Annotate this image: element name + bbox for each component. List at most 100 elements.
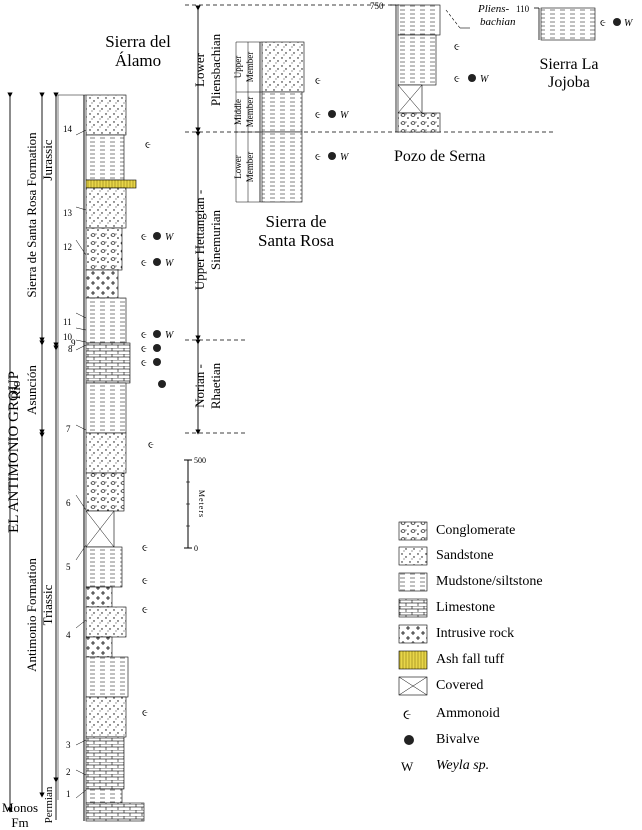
legend-label-ammonoid: Ammonoid — [436, 706, 500, 721]
permian-label: Permian — [43, 786, 55, 823]
norian-line1: Norian - — [192, 364, 207, 408]
jurassic-label: Jurassic — [40, 139, 55, 180]
lower-member-line2: Member — [245, 152, 255, 183]
ammonoid-icon: ૯ — [148, 440, 154, 451]
jojoba-top-value: 110 — [516, 4, 530, 14]
middle-member-line1: Middle — [233, 99, 243, 125]
lower-pliensbachian-line2: Pliensbachian — [208, 33, 223, 106]
weyla-icon: W — [340, 110, 350, 121]
weyla-icon: W — [340, 152, 350, 163]
unit-number-14: 14 — [63, 124, 73, 134]
bivalve-icon — [158, 380, 166, 388]
unit-number-12: 12 — [63, 242, 72, 252]
legend-swatch-mudstone — [398, 572, 428, 592]
stage-labels: Lower Pliensbachian Upper Hettangian - S… — [192, 33, 223, 409]
monos-fm-label: Monos Fm — [1, 800, 39, 830]
bivalve-icon — [153, 358, 161, 366]
sierra-de-santa-rosa-column — [235, 41, 305, 203]
correlation-lines — [185, 4, 555, 434]
legend-label-conglomerate: Conglomerate — [436, 523, 516, 538]
bivalve-icon — [153, 232, 161, 240]
lower-pliensbachian-line1: Lower — [192, 52, 207, 87]
legend-swatches: ૯ W — [398, 521, 428, 774]
ammonoid-icon: ૯ — [141, 358, 147, 369]
scale-bar: 500 0 Meters — [184, 456, 206, 553]
range-brackets — [7, 92, 59, 820]
bivalve-icon — [153, 344, 161, 352]
ammonoid-icon: ૯ — [600, 18, 606, 29]
rotated-labels: EL ANTIMONIO GROUP Sierra de Santa Rosa … — [6, 132, 55, 824]
norian-line2: Rhaetian — [208, 362, 223, 409]
sierra-del-alamo-column — [83, 94, 145, 822]
legend-label-sandstone: Sandstone — [436, 548, 494, 563]
fossils-santa-rosa: ૯ ૯ W ૯ W — [315, 76, 350, 163]
bivalve-icon — [613, 18, 621, 26]
pliensbachian-line2: bachian — [480, 16, 516, 28]
unit-number-3: 3 — [66, 740, 71, 750]
legend-weyla-icon: W — [401, 759, 414, 774]
unit-number-9: 9 — [71, 338, 76, 348]
ash-tuff-layer — [85, 179, 137, 189]
ammonoid-icon: ૯ — [142, 708, 148, 719]
asuncion-label: Asunción — [24, 365, 39, 415]
unit-number-1: 1 — [66, 789, 71, 799]
legend-label-weyla: Weyla sp. — [436, 758, 490, 773]
upper-member-line1: Upper — [233, 56, 243, 79]
legend-swatch-ash — [398, 650, 428, 670]
sierra-de-santa-rosa-title: Sierra de Santa Rosa — [257, 212, 335, 250]
upper-hettangian-line2: Sinemurian — [208, 210, 223, 270]
unit-number-2: 2 — [66, 767, 71, 777]
ammonoid-icon: ૯ — [315, 152, 321, 163]
legend-swatch-limestone — [398, 598, 428, 618]
bivalve-icon — [328, 110, 336, 118]
bivalve-icon — [468, 74, 476, 82]
bivalve-icon — [153, 258, 161, 266]
unit-number-7: 7 — [66, 424, 71, 434]
ammonoid-icon: ૯ — [454, 74, 460, 85]
scale-top: 500 — [194, 456, 206, 465]
ammonoid-icon: ૯ — [141, 344, 147, 355]
legend-label-ash: Ash fall tuff — [436, 652, 505, 667]
pozo-de-serna-column: 750 ૯ ૯ W — [370, 1, 490, 133]
antimonio-formation-label: Antimonio Formation — [24, 558, 39, 672]
member-labels: Upper Member Middle Member Lower Member — [233, 52, 255, 183]
weyla-icon: W — [165, 330, 175, 341]
unit-number-8: 8 — [68, 344, 73, 354]
el-antimonio-group-label: EL ANTIMONIO GROUP — [6, 371, 22, 533]
pozo-de-serna-title: Pozo de Serna — [394, 148, 486, 165]
legend-bivalve-icon — [404, 735, 414, 745]
weyla-icon: W — [624, 18, 634, 29]
legend-label-covered: Covered — [436, 678, 484, 693]
ammonoid-icon: ૯ — [141, 258, 147, 269]
unit-number-13: 13 — [63, 208, 73, 218]
unit-number-11: 11 — [63, 317, 72, 327]
pozo-top-value: 750 — [370, 1, 384, 11]
legend-ammonoid-icon: ૯ — [403, 708, 411, 723]
weyla-icon: W — [165, 258, 175, 269]
scale-bottom: 0 — [194, 544, 198, 553]
legend-swatch-intrusive — [398, 624, 428, 644]
sierra-la-jojoba-column: 110 ૯ W — [516, 4, 634, 41]
weyla-icon: W — [480, 74, 490, 85]
legend-swatch-conglomerate — [398, 521, 428, 541]
sierra-la-jojoba-title: Sierra La Jojoba — [539, 56, 599, 91]
ammonoid-icon: ૯ — [315, 110, 321, 121]
ammonoid-icon: ૯ — [315, 76, 321, 87]
triassic-label: Triassic — [40, 584, 55, 625]
unit-numbers: 1 2 3 4 5 6 7 8 9 10 11 12 13 14 — [63, 124, 76, 799]
legend-swatch-sandstone — [398, 546, 428, 566]
unit-number-10: 10 — [63, 332, 73, 342]
unit-number-6: 6 — [66, 498, 71, 508]
ammonoid-icon: ૯ — [145, 140, 151, 151]
lower-member-line1: Lower — [233, 155, 243, 179]
intrusive-layer — [85, 269, 119, 299]
sierra-santa-rosa-formation-label: Sierra de Santa Rosa Formation — [24, 132, 39, 298]
rio-label: Río — [8, 381, 23, 400]
bivalve-icon — [153, 330, 161, 338]
ammonoid-icon: ૯ — [142, 605, 148, 616]
unit-number-4: 4 — [66, 630, 71, 640]
bivalve-icon — [328, 152, 336, 160]
monos-limestone — [85, 802, 145, 822]
legend-label-mudstone: Mudstone/siltstone — [436, 574, 543, 589]
